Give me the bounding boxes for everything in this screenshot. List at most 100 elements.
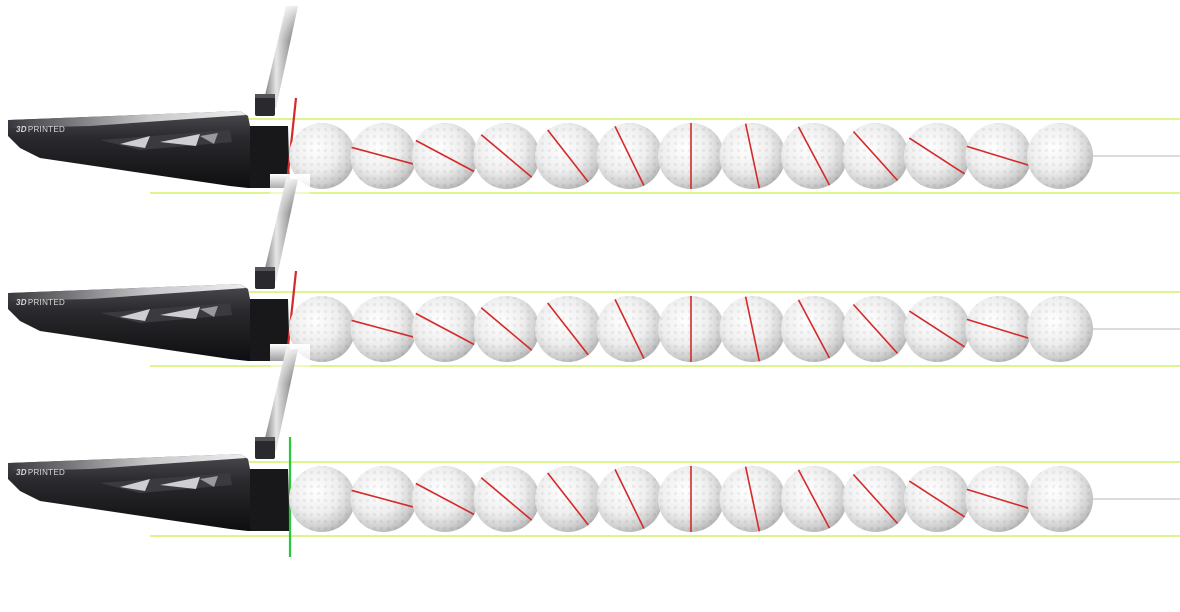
spin-line [547,129,589,183]
putter-label: 3DPRINTED [16,298,65,307]
spin-line [415,312,475,346]
golf-ball [719,296,786,362]
spin-line [966,318,1031,340]
golf-ball [1027,296,1093,362]
spin-line [614,125,645,187]
putter-shaft [255,174,310,289]
putter-window [120,136,150,148]
golf-ball [473,123,540,189]
putt-row: 3DPRINTED [8,174,1180,385]
spin-line [797,469,831,529]
spin-line [744,466,761,532]
spin-line [415,482,475,516]
putter-window [200,476,218,487]
putter-shaft [255,1,310,116]
ball-dimples [289,123,355,189]
spin-line [908,137,966,175]
putter-top-edge [10,454,246,471]
putter-head: 3DPRINTED [8,454,290,531]
label-suffix: PRINTED [28,298,65,307]
putt-row: 3DPRINTED [8,1,1180,212]
label-suffix: PRINTED [28,468,65,477]
golf-ball [904,123,970,189]
putter-window [160,307,200,319]
golf-ball [965,296,1032,362]
shaft-fade [270,1,310,41]
spin-line [547,302,589,356]
golf-ball [904,466,970,532]
spin-line [415,139,475,173]
label-prefix: 3D [16,298,27,307]
hosel [255,437,275,459]
golf-ball [535,466,601,532]
golf-ball [412,123,478,189]
golf-ball [350,466,417,532]
golf-ball [412,296,478,362]
hosel [255,94,275,116]
putter-body [8,284,290,361]
putter-label: 3DPRINTED [16,468,65,477]
spin-line [744,123,761,189]
golf-ball [350,296,417,362]
spin-line [480,307,533,351]
spin-line [852,473,899,525]
label-suffix: PRINTED [28,125,65,134]
golf-ball [781,296,847,362]
golf-ball [350,123,417,189]
spin-line [547,472,589,526]
golf-ball [719,123,786,189]
spin-line [614,298,645,360]
spin-line [908,310,966,348]
putter-window [200,306,218,317]
golf-ball [473,296,540,362]
golf-ball [658,296,724,362]
putter-heel-block [250,469,288,531]
spin-line [351,146,416,166]
shaft-fade [270,344,310,384]
spin-line [480,477,533,521]
label-prefix: 3D [16,468,27,477]
hosel-band [255,437,275,441]
spin-line [852,130,899,182]
golf-ball [289,466,355,532]
ball-dimples [289,466,355,532]
golf-ball [781,123,847,189]
golf-ball [781,466,847,532]
spin-line [351,489,416,509]
putter-head: 3DPRINTED [8,284,290,361]
putter-window [120,479,150,491]
putter-window [160,477,200,489]
golf-ball [1027,466,1093,532]
putter-label: 3DPRINTED [16,125,65,134]
spin-line [797,299,831,359]
golf-ball [658,466,724,532]
spin-line [908,480,966,518]
spin-line [797,126,831,186]
golf-ball [842,123,909,189]
spin-line [966,145,1031,167]
golf-ball [658,123,724,189]
golf-ball [842,466,909,532]
putter-head: 3DPRINTED [8,111,290,188]
hosel [255,267,275,289]
golf-ball [904,296,970,362]
golf-ball [965,123,1032,189]
golf-ball [842,296,909,362]
golf-ball [535,296,601,362]
shaft-fade [270,174,310,214]
spin-line [614,468,645,530]
golf-ball [412,466,478,532]
spin-line [744,296,761,362]
putt-row: 3DPRINTED [8,344,1180,557]
ball-dimples [1027,466,1093,532]
putter-window [120,309,150,321]
hosel-band [255,94,275,98]
putter-window [160,134,200,146]
golf-ball [965,466,1032,532]
golf-ball [289,123,355,189]
spin-line [852,303,899,355]
putter-body [8,454,290,531]
putter-window [200,133,218,144]
putter-top-edge [10,284,246,301]
